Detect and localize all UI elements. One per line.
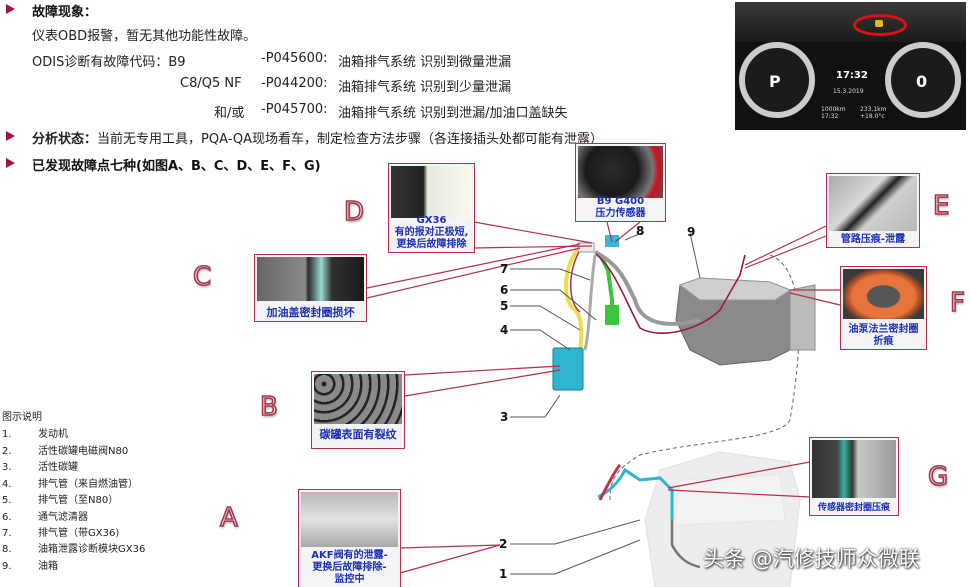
section-title-analysis: 分析状态： [32,132,98,147]
legend-item: 5.排气管（至N80） [2,495,119,506]
code-model-3: 和/或 [214,106,245,121]
watermark: 头条 @汽修技师众微联 [703,547,920,571]
marker-letter-f: F [949,287,966,319]
tachometer [739,42,815,118]
callout-pressure-caption: B9 G400 压力传感器 [595,196,646,219]
fuel-cap-photo [257,257,364,301]
code-desc-3: 油箱排气系统 识别到泄漏/加油口盖缺失 [338,106,568,121]
speed-indicator: 0 [916,72,928,91]
diagram-number-7: 7 [500,262,509,276]
code-value-2: -P044200: [261,76,328,91]
odis-prefix: ODIS诊断有故障代码： [32,55,169,70]
pressure-sensor-photo [578,146,663,198]
callout-pressure-sensor: B9 G400 压力传感器 [575,143,666,222]
symptom-text: 仪表OBD报警，暂无其他功能性故障。 [32,29,257,44]
bullet-icon [6,131,15,141]
marker-letter-g: G [927,461,949,493]
speedometer [885,42,961,118]
fuel-tank-illustration [675,277,816,366]
diagram-number-1: 1 [499,567,508,581]
callout-f-caption: 油泵法兰密封圈 折痕 [848,324,919,347]
code-desc-2: 油箱排气系统 识别到少量泄漏 [338,80,512,95]
callout-g-sensor-seal: 传感器密封圈压痕 [809,437,899,516]
callout-g-caption: 传感器密封圈压痕 [817,503,890,513]
callout-a-akf-valve: AKF阀有的泄露- 更换后故障排除- 监控中 [298,489,401,587]
callout-b-canister: 碳罐表面有裂纹 [311,371,405,449]
sensor-seal-photo [812,440,896,498]
legend-item: 2.活性碳罐电磁阀N80 [2,446,129,457]
marker-letter-d: D [343,196,365,228]
diagram-number-8: 8 [636,224,645,238]
callout-d-gx36: GX36 有的报对正极短, 更换后故障排除 [388,163,475,253]
callout-e-pipe: 管路压痕-泄露 [826,173,920,248]
legend-item: 8.油箱泄露诊断模块GX36 [2,544,146,555]
code-model-2: C8/Q5 NF [180,76,242,91]
diagram-number-9: 9 [687,225,696,239]
check-engine-icon [875,20,883,27]
clock-small: 17:32 [821,113,839,120]
diagram-number-3: 3 [500,410,509,424]
callout-c-fuel-cap: 加油盖密封圈损坏 [254,254,367,322]
callout-c-caption: 加油盖密封圈损坏 [266,306,355,319]
bullet-icon [6,158,15,168]
temperature: +18.0°c [860,113,885,120]
code-row-1: ODIS诊断有故障代码：B9 [32,51,186,70]
marker-letter-e: E [932,190,950,222]
center-time: 17:32 [836,70,868,81]
legend-item: 6.通气滤清器 [2,512,88,523]
legend-item: 4.排气管（来自燃油管） [2,479,138,490]
warning-highlight-ring [853,14,907,36]
bullet-icon [6,4,15,14]
marker-letter-c: C [192,261,212,293]
section-title-symptom: 故障现象： [32,5,98,20]
analysis-line: 分析状态：当前无专用工具，PQA-QA现场看车，制定检查方法步骤（各连接插头处都… [32,128,603,147]
callout-e-caption: 管路压痕-泄露 [840,234,906,245]
gear-indicator: P [769,72,781,91]
legend-item: 7.排气管（带GX36) [2,528,120,539]
carbon-canister [552,347,584,391]
center-date: 15.3.2019 [833,88,864,95]
odometer: 1000km [821,106,846,113]
pipe-photo [829,176,917,231]
code-desc-1: 油箱排气系统 识别到微量泄漏 [338,55,512,70]
diagram-number-5: 5 [500,299,509,313]
diagram-number-4: 4 [500,323,509,337]
diagram-number-6: 6 [500,283,509,297]
gx36-photo [391,166,472,218]
dashboard-photo: P 0 17:32 15.3.2019 1000km 17:32 233.1km… [735,2,966,130]
callout-a-caption: AKF阀有的泄露- 更换后故障排除- 监控中 [311,550,388,585]
code-value-1: -P045600: [261,51,328,66]
engine-illustration [644,451,801,587]
flange-seal-photo [843,269,924,319]
code-value-3: -P045700: [261,102,328,117]
callout-b-caption: 碳罐表面有裂纹 [319,428,397,441]
canister-photo [314,374,402,424]
code-model: B9 [168,55,186,70]
marker-letter-b: B [259,391,278,423]
legend-item: 9.油箱 [2,561,58,572]
analysis-text: 当前无专用工具，PQA-QA现场看车，制定检查方法步骤（各连接插头处都可能有泄露… [97,132,603,147]
akf-valve-photo [301,492,398,547]
diagram-number-2: 2 [499,537,508,551]
legend-item: 1.发动机 [2,429,68,440]
callout-f-flange-seal: 油泵法兰密封圈 折痕 [840,266,927,350]
callout-d-caption: GX36 有的报对正极短, 更换后故障排除 [394,215,469,250]
section-title-faults: 已发现故障点七种(如图A、B、C、D、E、F、G) [32,159,321,174]
legend-item: 3.活性碳罐 [2,462,78,473]
legend-title: 图示说明 [2,412,42,423]
marker-letter-a: A [219,502,238,534]
range: 233.1km [860,106,887,113]
